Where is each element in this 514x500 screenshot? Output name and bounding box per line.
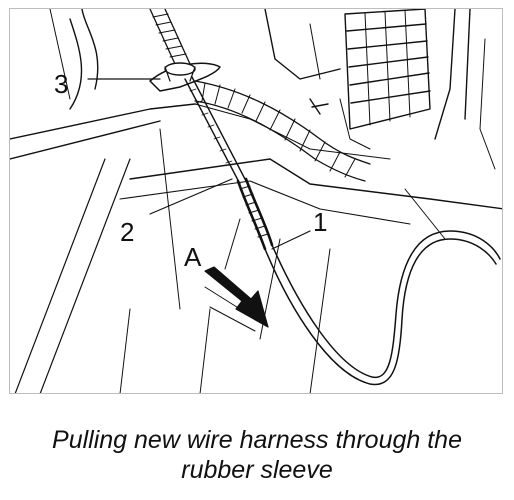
caption-line-2: rubber sleeve bbox=[181, 456, 333, 484]
leader-line-1 bbox=[271, 230, 311, 250]
body-panel-outlines bbox=[10, 9, 502, 393]
harness-upper bbox=[149, 9, 191, 65]
callout-label-2: 2 bbox=[120, 217, 135, 247]
caption-line-1: Pulling new wire harness through the bbox=[52, 426, 462, 454]
rubber-sleeve-grommet bbox=[149, 62, 221, 92]
new-wire-harness bbox=[236, 177, 501, 386]
callout-label-a: A bbox=[184, 242, 202, 272]
callout-label-3: 3 bbox=[54, 69, 69, 99]
callout-label-1: 1 bbox=[313, 207, 328, 237]
pull-direction-arrow bbox=[204, 266, 269, 332]
leader-lines bbox=[87, 78, 311, 250]
vent-grille bbox=[309, 9, 431, 130]
pull-rod bbox=[184, 76, 247, 185]
existing-harness bbox=[194, 80, 371, 182]
figure-caption: Pulling new wire harness through the rub… bbox=[0, 425, 514, 485]
leader-line-2 bbox=[149, 178, 233, 215]
figure-frame: 3 2 1 A bbox=[9, 8, 503, 394]
wire-harness-illustration bbox=[10, 9, 502, 393]
